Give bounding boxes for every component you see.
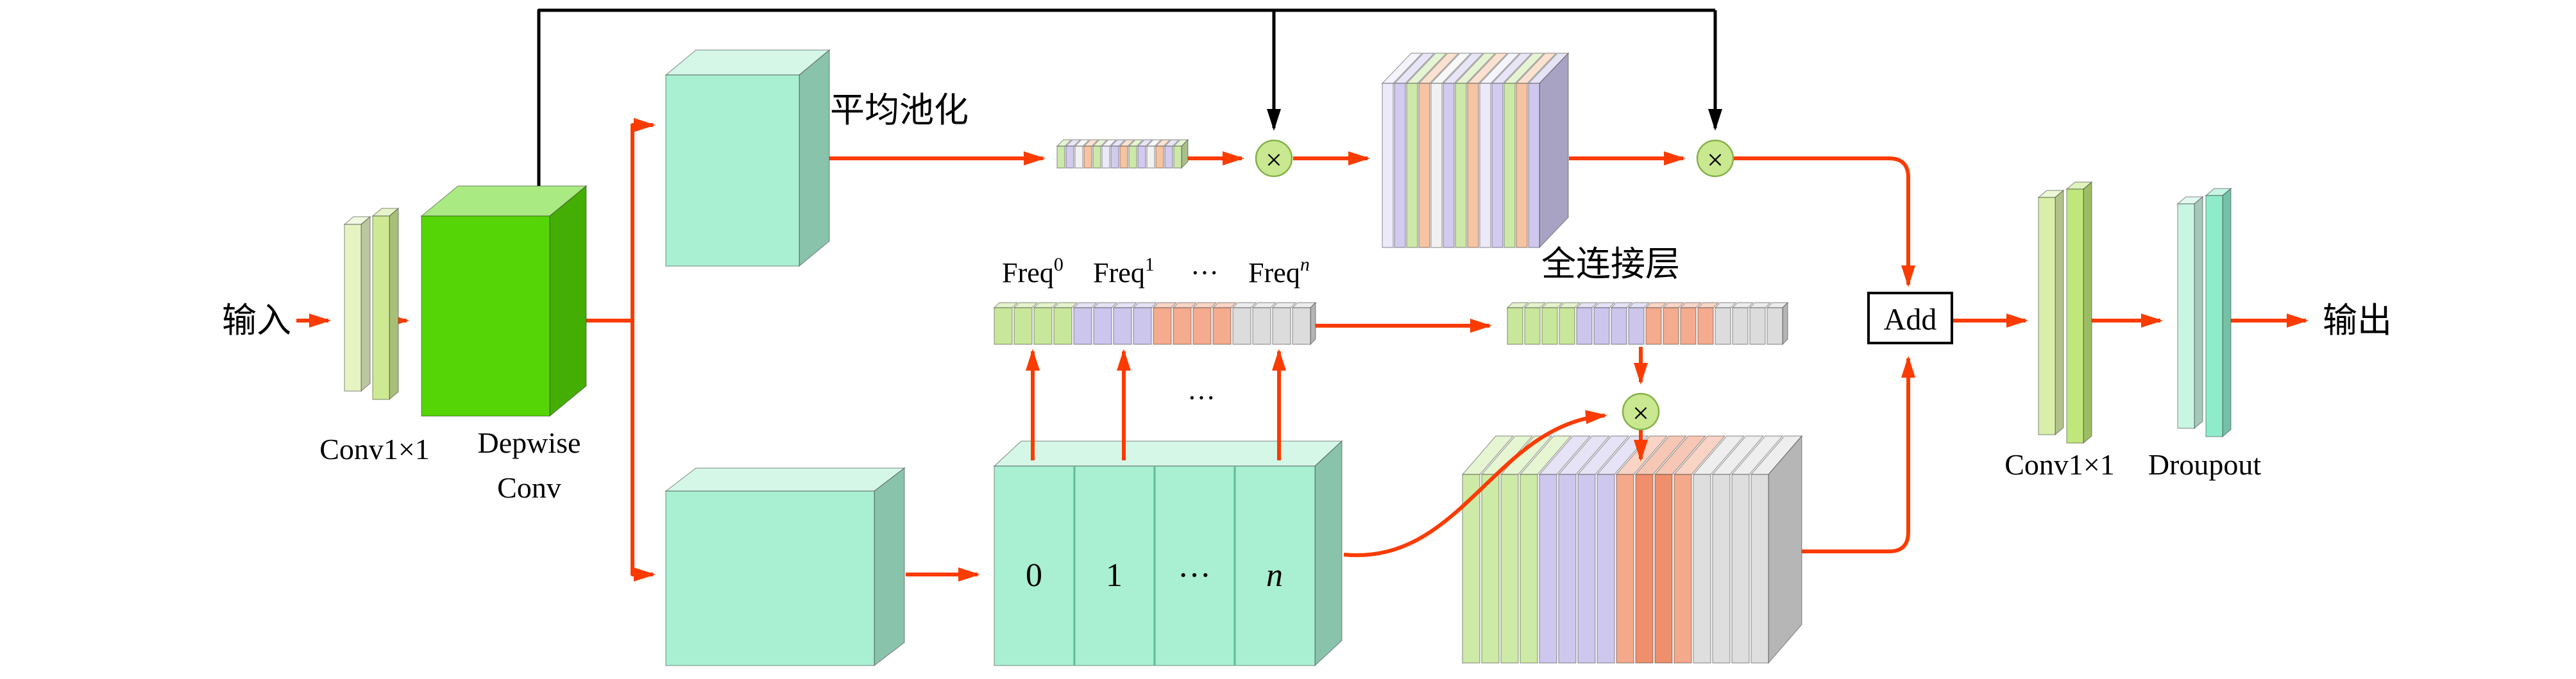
multiply-symbol-2: × [1707,144,1724,176]
depthwise-label-line2: Conv [497,471,561,504]
freqn-label: Freqn [1248,254,1310,289]
freq0-base: Freq [1002,257,1054,289]
depthwise-label-line1: Depwise [478,426,581,459]
curve-split-box-to-multiply-3 [1343,410,1607,557]
branch-to-bottom-box [631,321,656,582]
skip-connection-group [537,8,1722,187]
conv1x1-left-plate-1 [343,215,371,392]
multiply-node-1 [1255,139,1293,178]
freq1-base: Freq [1093,257,1145,289]
conv1x1-left-plate-2 [371,207,400,401]
mid-dots-label: ··· [1187,382,1216,414]
add-label: Add [1884,303,1937,337]
conv1x1-right-plate-1 [2037,189,2065,436]
multiply-node-3 [1622,392,1660,431]
pooled-vector-strip [1056,138,1189,169]
freqn-sup: n [1300,254,1310,275]
freq-weight-strip [993,301,1317,346]
red-overlay-group [1026,347,1648,557]
bottom-feature-cube [665,467,906,667]
multiply-nodes: × × × [1255,139,1734,431]
multiply-symbol-3: × [1632,397,1649,430]
arrow-multiply2-to-add [1733,156,1915,287]
conv1x1-right-plate-2 [2065,181,2093,444]
split-section-n: n [1266,557,1283,594]
fc-output-strip [1506,301,1789,346]
depthwise-conv-cube [420,185,588,417]
dropout-plate-1 [2176,196,2204,430]
branch-to-top-box [631,118,656,321]
multiply-node-2 [1696,139,1734,178]
arrow-bottom-stack-to-add [1786,356,1915,553]
split-section-1: 1 [1106,557,1123,594]
freq1-label: Freq1 [1093,254,1155,289]
skip-connection-line [537,8,1715,187]
top-feature-box [665,49,831,267]
split-box-dividers [1073,466,1236,666]
dropout-plate-2 [2205,187,2232,438]
input-label: 输入 [222,301,291,340]
conv1x1-right-label: Conv1×1 [2004,448,2115,481]
fc-layer-label: 全连接层 [1541,245,1680,283]
conv1x1-left-label: Conv1×1 [319,433,430,465]
frequency-split-box [993,440,1343,667]
avg-pool-label: 平均池化 [830,91,969,130]
split-section-0: 0 [1026,557,1042,594]
dropout-label: Droupout [2148,448,2262,481]
split-section-dots: ··· [1178,557,1211,594]
freq0-sup: 0 [1054,254,1063,275]
output-label: 输出 [2323,301,2392,340]
add-box [1867,292,1953,344]
freqn-base: Freq [1248,257,1300,289]
add-node: Add [1867,292,1953,344]
freq1-sup: 1 [1145,254,1155,275]
freq0-label: Freq0 [1002,254,1063,289]
frequency-feature-stack-bottom [1461,435,1803,664]
multiply-symbol-1: × [1266,144,1282,176]
freq-dots-label: ··· [1191,257,1219,289]
weighted-feature-stack-top [1381,52,1570,249]
